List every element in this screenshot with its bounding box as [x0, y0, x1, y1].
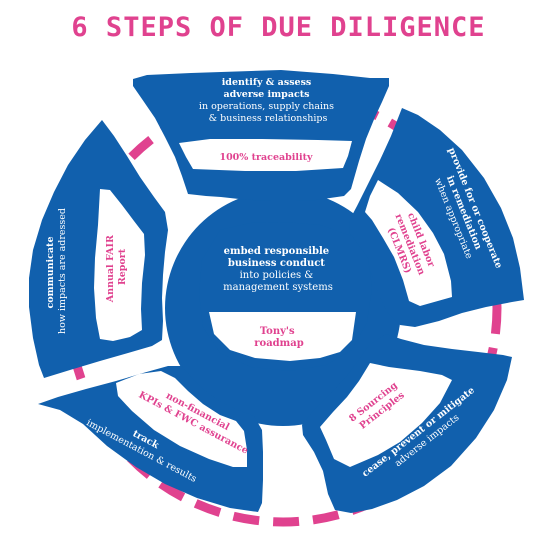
center-hub-label-line: embed responsible: [224, 246, 330, 257]
center-hub-label-line: into policies &: [240, 270, 314, 281]
step-cease-inner: [320, 363, 452, 467]
step-identify-label-line: & business relationships: [209, 113, 328, 124]
step-track-outer: [38, 366, 263, 512]
step-identify-label: identify & assess adverse impacts in ope…: [199, 77, 337, 124]
step-communicate-inner: [94, 189, 145, 341]
step-identify-inner: [179, 139, 352, 171]
step-identify-label-line: identify & assess: [222, 77, 312, 88]
page-title: 6 STEPS OF DUE DILIGENCE: [71, 12, 486, 43]
step-communicate-sublabel: Annual FAIR Report: [105, 232, 128, 303]
step-communicate-sublabel-line: Report: [117, 248, 128, 285]
center-hub-label: embed responsible business conduct into …: [223, 246, 333, 293]
center-hub-label-line: business conduct: [228, 258, 325, 269]
center-hub-sublabel-line: roadmap: [254, 338, 303, 349]
step-track: track implementation & results non-finan…: [38, 366, 263, 512]
step-identify-sublabel-line: 100% traceability: [219, 152, 313, 163]
step-identify-label-line: adverse impacts: [223, 89, 309, 100]
step-track-inner: [116, 371, 247, 467]
step-identify-label-line: in operations, supply chains: [199, 101, 334, 112]
step-communicate-label: communicate how impacts are adressed: [45, 208, 68, 334]
step-remediation-inner: [365, 180, 452, 306]
step-cease: cease, prevent or mitigate adverse impac…: [302, 334, 512, 513]
center-hub-inner: [209, 312, 356, 361]
step-communicate-label-line: communicate: [45, 237, 56, 309]
step-identify-sublabel: 100% traceability: [219, 152, 313, 163]
step-communicate-sublabel-line: Annual FAIR: [105, 235, 116, 303]
step-communicate: communicate how impacts are adressed Ann…: [29, 120, 168, 378]
center-hub-label-line: management systems: [223, 282, 333, 293]
step-remediation-outer: [349, 108, 524, 327]
step-identify: identify & assess adverse impacts in ope…: [133, 70, 389, 201]
step-communicate-label-line: how impacts are adressed: [57, 208, 68, 334]
center-hub-sublabel: Tony's roadmap: [254, 326, 303, 349]
step-remediation: provide for or cooperate in remediation …: [349, 108, 524, 327]
center-hub: embed responsible business conduct into …: [199, 222, 372, 371]
center-hub-sublabel-line: Tony's: [260, 326, 295, 337]
